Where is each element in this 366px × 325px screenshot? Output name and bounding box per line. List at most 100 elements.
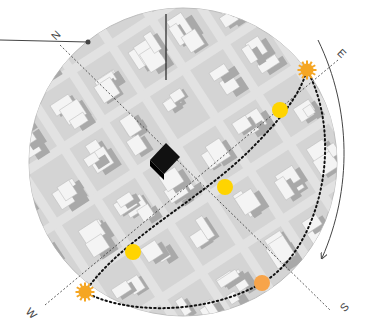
building-shadow — [358, 180, 366, 200]
sun-ray — [90, 295, 93, 297]
building — [336, 267, 357, 284]
building — [358, 110, 366, 127]
building — [14, 43, 31, 58]
building-shadow — [341, 0, 363, 20]
building-shadow — [43, 242, 65, 266]
building — [302, 311, 323, 325]
building-shadow — [312, 314, 334, 325]
building — [302, 312, 324, 325]
building — [147, 319, 168, 325]
building — [329, 263, 358, 293]
sun-ray — [90, 287, 93, 289]
sun — [272, 102, 288, 118]
building — [348, 274, 366, 301]
building-shadow — [13, 128, 26, 141]
sun-ray — [91, 291, 95, 293]
compass-label: N — [49, 29, 62, 42]
building — [338, 0, 360, 19]
sun-ray — [312, 65, 315, 67]
sun — [217, 179, 233, 195]
building-shadow — [103, 0, 126, 13]
sun — [79, 286, 92, 299]
building — [15, 127, 37, 149]
building-shadow — [348, 5, 366, 21]
building — [352, 195, 366, 225]
building — [322, 75, 347, 100]
building-shadow — [305, 302, 330, 325]
building — [195, 216, 215, 240]
sun-ray — [306, 76, 308, 80]
building-shadow — [362, 117, 366, 139]
building — [303, 104, 316, 117]
building-shadow — [0, 146, 1, 172]
building-shadow — [84, 301, 115, 325]
building-shadow — [28, 44, 48, 67]
building — [151, 0, 169, 4]
building-shadow — [262, 317, 277, 325]
building — [354, 108, 366, 129]
building-shadow — [23, 45, 40, 60]
building — [241, 45, 258, 64]
building — [235, 189, 262, 216]
road — [0, 0, 359, 233]
building — [70, 19, 89, 37]
building-shadow — [340, 2, 360, 24]
building-shadow — [72, 296, 97, 320]
building — [169, 88, 185, 103]
building-shadow — [310, 313, 331, 325]
building — [98, 0, 121, 12]
building — [302, 214, 323, 233]
sun — [125, 244, 141, 260]
building — [326, 143, 340, 158]
building — [116, 192, 134, 208]
building — [7, 115, 28, 135]
building — [351, 179, 366, 199]
building — [20, 43, 41, 61]
building-shadow — [33, 55, 63, 86]
sun-ray — [77, 287, 80, 289]
building — [20, 42, 40, 65]
sun — [254, 275, 270, 291]
building — [268, 235, 295, 264]
building — [226, 291, 239, 305]
building — [143, 31, 161, 53]
road — [33, 104, 366, 325]
building-shadow — [365, 111, 366, 128]
building-shadow — [227, 1, 244, 17]
building — [302, 284, 322, 306]
sun-ray — [84, 298, 86, 302]
sun-ray — [84, 283, 86, 287]
building — [0, 75, 1, 91]
building — [93, 0, 123, 22]
building — [293, 99, 317, 122]
building-shadow — [307, 285, 327, 307]
building — [255, 316, 270, 325]
building — [111, 280, 131, 298]
sun-ray — [80, 297, 82, 300]
building-shadow — [341, 186, 366, 213]
building-shadow — [157, 322, 178, 325]
building — [76, 313, 97, 325]
building-shadow — [332, 67, 347, 82]
sun-ray — [310, 75, 312, 78]
sun-ray — [299, 73, 302, 75]
building-shadow — [292, 20, 318, 48]
building-shadow — [347, 270, 366, 287]
building — [137, 204, 155, 222]
building — [34, 256, 51, 272]
sun-ray — [306, 61, 308, 65]
building — [5, 199, 25, 222]
building — [232, 115, 252, 134]
building — [38, 241, 60, 265]
sun-ray — [76, 291, 80, 293]
building — [68, 295, 93, 319]
sun-ray — [302, 62, 304, 65]
building-shadow — [0, 157, 4, 175]
road — [182, 0, 366, 275]
building — [83, 152, 99, 167]
sun-ray — [310, 62, 312, 65]
building — [333, 184, 361, 211]
building — [353, 115, 366, 137]
building — [337, 3, 355, 19]
